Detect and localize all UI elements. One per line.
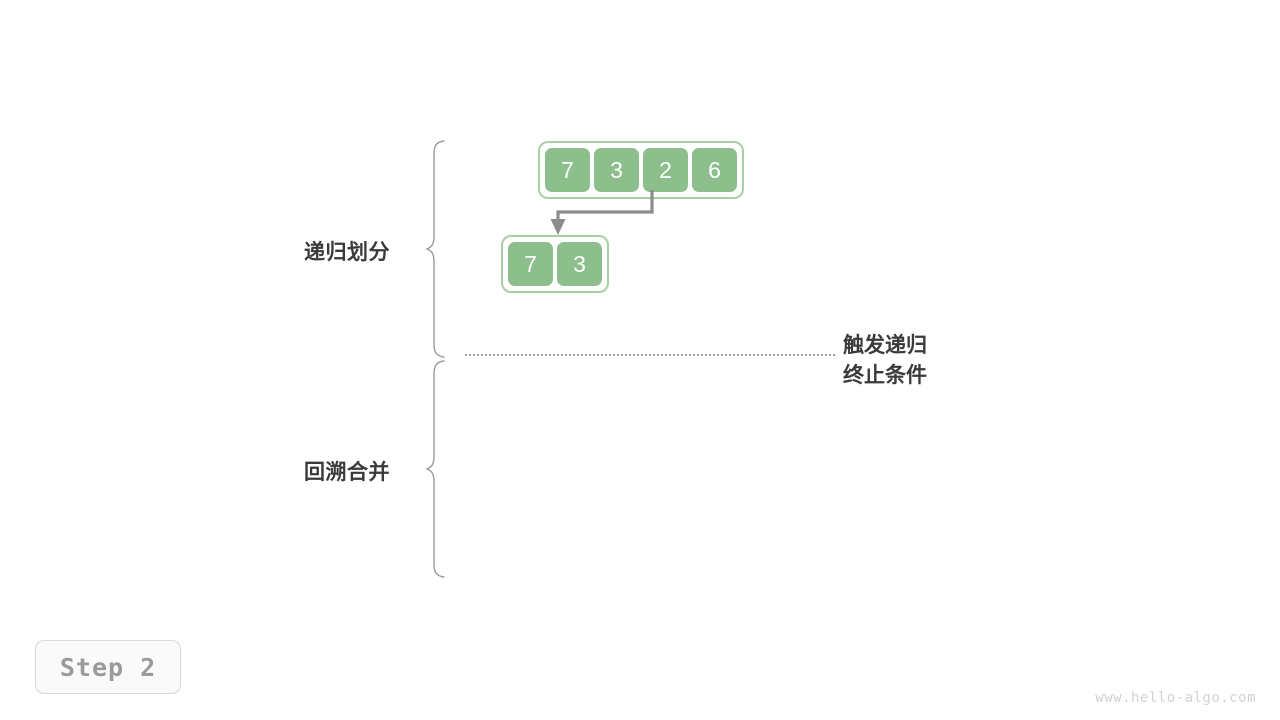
section-label-merge: 回溯合并	[304, 461, 390, 484]
array-left-subarray: 7 3	[501, 235, 609, 293]
curly-brace-merge-icon	[425, 360, 452, 578]
annotation-line-2: 终止条件	[843, 364, 927, 387]
array-cell: 7	[543, 146, 592, 194]
array-cell: 3	[592, 146, 641, 194]
dotted-separator	[465, 354, 835, 356]
curly-brace-divide-icon	[425, 140, 452, 358]
watermark: www.hello-algo.com	[1095, 690, 1256, 706]
array-cell: 7	[506, 240, 555, 288]
annotation-termination-condition: 触发递归 终止条件	[843, 331, 927, 391]
array-cell: 2	[641, 146, 690, 194]
annotation-line-1: 触发递归	[843, 334, 927, 357]
array-root: 7 3 2 6	[538, 141, 744, 199]
step-badge: Step 2	[35, 640, 181, 694]
section-label-divide: 递归划分	[304, 241, 390, 264]
array-cell: 3	[555, 240, 604, 288]
connector-arrow-icon	[540, 190, 680, 245]
array-cell: 6	[690, 146, 739, 194]
